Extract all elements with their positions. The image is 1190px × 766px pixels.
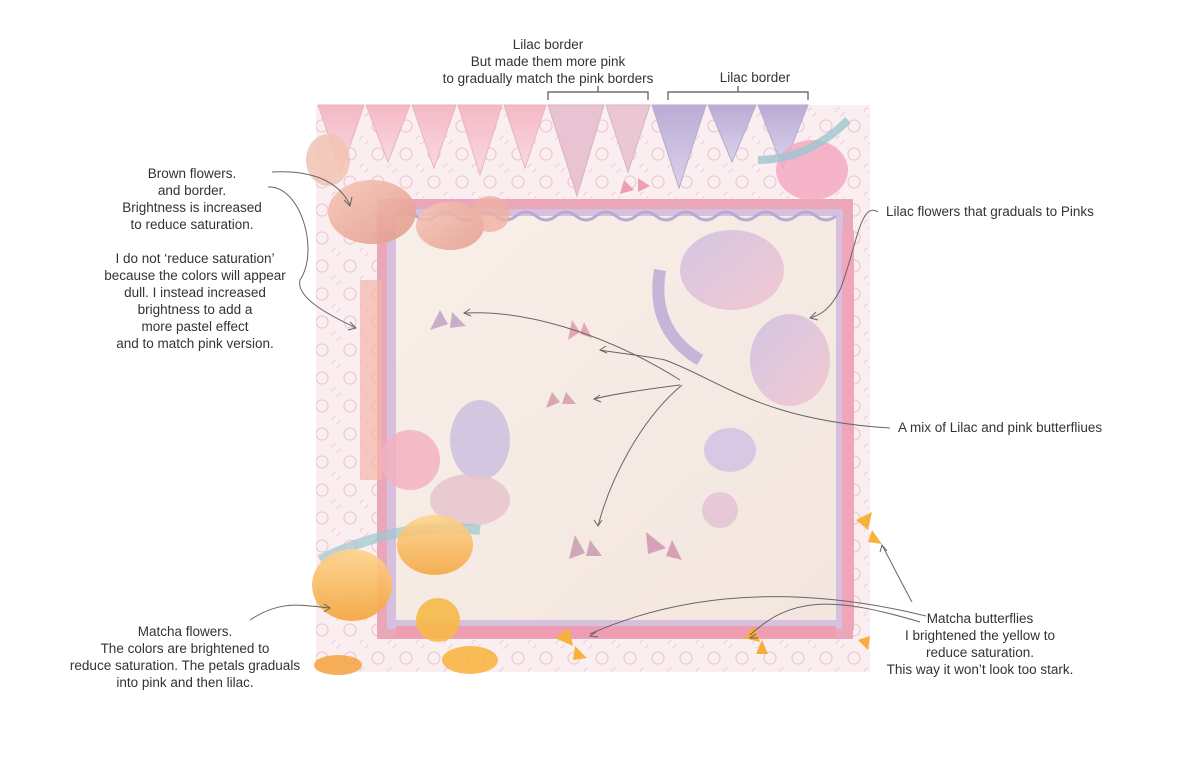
annotation-line: reduce saturation. [925, 645, 1035, 660]
annotation-line: and to match pink version. [116, 336, 274, 351]
matcha-flowers [312, 515, 498, 675]
annotation-line: dull. I instead increased [124, 285, 266, 300]
lilac-flowers [652, 117, 851, 528]
annotation-arrows [249, 171, 927, 639]
pennant-row [317, 104, 809, 198]
annotation-line: Lilac flowers that graduals to Pinks [886, 204, 1094, 219]
annotation-line: Matcha flowers. [137, 624, 233, 639]
annotation-lilac-flowers: Lilac flowers that graduals to Pinks [886, 203, 1126, 220]
annotation-line: because the colors will appear [104, 268, 286, 283]
annotation-line: more pastel effect [141, 319, 249, 334]
bracket-lilac-pink [547, 86, 649, 100]
annotation-line: Lilac border [719, 70, 791, 85]
bracket-lilac [667, 86, 809, 100]
annotation-saturation-note: I do not ‘reduce saturation’ because the… [80, 250, 310, 352]
annotation-line: brightness to add a [137, 302, 253, 317]
annotation-line: Lilac border [512, 37, 584, 52]
annotation-lilac-border-pink: Lilac border But made them more pink to … [388, 36, 708, 87]
annotation-line: A mix of Lilac and pink butterfliues [898, 420, 1103, 435]
annotation-line: to gradually match the pink borders [442, 71, 654, 86]
annotation-brown-flowers: Brown flowers. and border. Brightness is… [92, 165, 292, 233]
annotation-line: Brightness is increased [122, 200, 262, 215]
brown-flowers [306, 134, 510, 480]
annotation-line: Matcha butterflies [926, 611, 1034, 626]
annotation-line: Brown flowers. [147, 166, 237, 181]
annotation-line: This way it won’t look too stark. [886, 662, 1074, 677]
annotation-matcha-butterflies: Matcha butterflies I brightened the yell… [860, 610, 1100, 678]
annotation-line: into pink and then lilac. [116, 675, 254, 690]
central-bouquet [317, 400, 510, 565]
annotation-line: But made them more pink [470, 54, 626, 69]
butterflies [430, 178, 882, 660]
annotation-line: and border. [157, 183, 227, 198]
annotation-line: reduce saturation. The petals graduals [69, 658, 301, 673]
annotation-butterflies-mix: A mix of Lilac and pink butterfliues [898, 419, 1138, 436]
annotation-matcha-flowers: Matcha flowers. The colors are brightene… [50, 623, 320, 691]
annotation-line: I do not ‘reduce saturation’ [115, 251, 275, 266]
annotation-line: I brightened the yellow to [904, 628, 1056, 643]
annotation-lilac-border: Lilac border [690, 69, 820, 86]
annotation-line: to reduce saturation. [130, 217, 254, 232]
annotation-line: The colors are brightened to [100, 641, 270, 656]
